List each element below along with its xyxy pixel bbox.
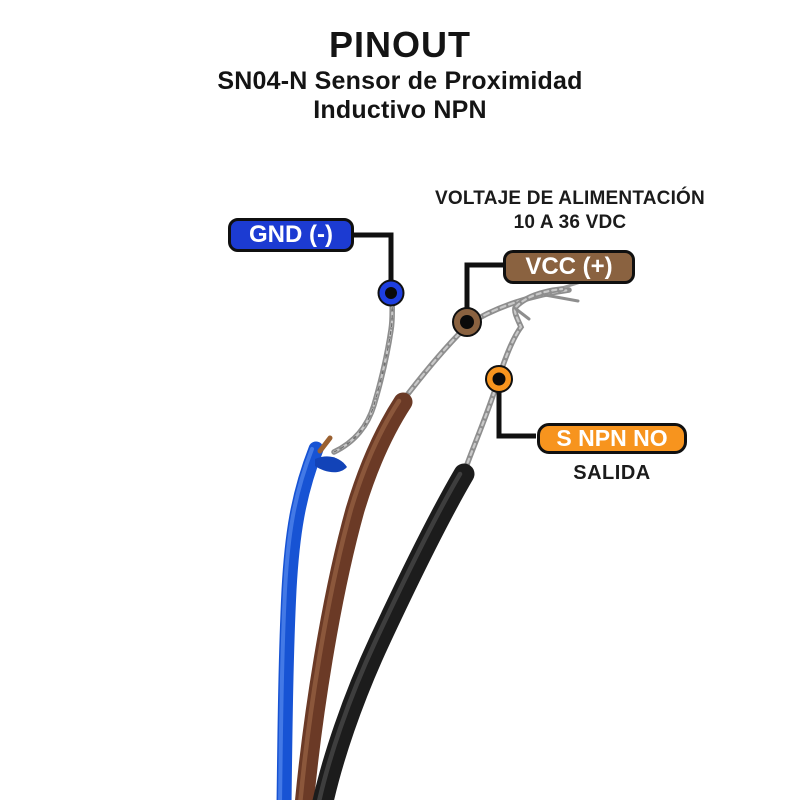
salida-pin-dot-icon xyxy=(485,365,513,393)
stripped-strand-blue xyxy=(331,293,395,455)
page-subtitle-line1: SN04-N Sensor de Proximidad xyxy=(217,67,583,95)
wire-blue-copper xyxy=(317,435,333,454)
leader-line-gnd xyxy=(353,232,394,284)
wire-black xyxy=(312,463,475,800)
salida-note: SALIDA xyxy=(573,462,651,484)
salida-pin-label-box: S NPN NO xyxy=(537,423,687,454)
supply-voltage-note: VOLTAJE DE ALIMENTACIÓN 10 A 36 VDC xyxy=(415,187,725,235)
leader-line-salida xyxy=(496,389,536,439)
vcc-pin-label-box: VCC (+) xyxy=(503,250,635,284)
vcc-pin-label: VCC (+) xyxy=(525,253,613,280)
gnd-pin-label: GND (-) xyxy=(249,221,333,248)
vcc-pin-dot-icon xyxy=(452,307,482,337)
page-subtitle-line2: Inductivo NPN xyxy=(313,96,487,124)
supply-voltage-note-line1: VOLTAJE DE ALIMENTACIÓN xyxy=(435,188,705,209)
gnd-pin-dot-icon xyxy=(377,279,405,307)
leader-line-vcc xyxy=(464,262,504,311)
wire-blue-tip-flap xyxy=(315,456,347,473)
page-title: PINOUT xyxy=(328,24,471,65)
supply-voltage-note-line2: 10 A 36 VDC xyxy=(513,212,627,233)
wire-brown xyxy=(295,392,413,800)
wire-blue xyxy=(276,435,347,800)
salida-pin-label: S NPN NO xyxy=(556,425,668,451)
gnd-pin-label-box: GND (-) xyxy=(228,218,354,252)
stripped-strand-black xyxy=(462,286,565,473)
